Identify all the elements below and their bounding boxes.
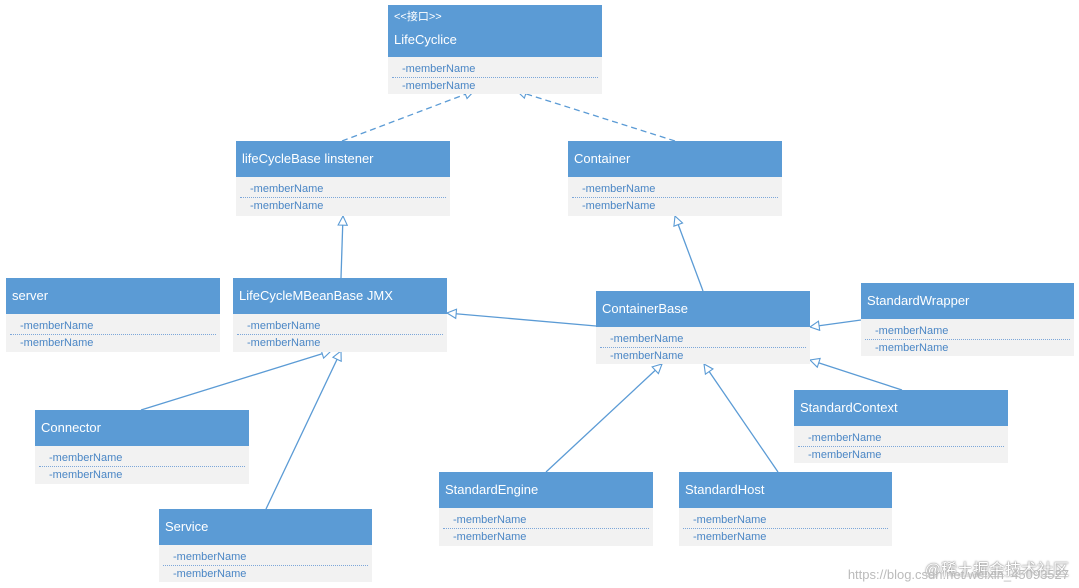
member-item: -memberName [250,200,324,212]
class-name: StandardWrapper [867,293,970,308]
class-lifecyclebase: lifeCycleBase linstener -memberName -mem… [236,141,450,216]
member-item: -memberName [247,337,321,349]
member-item: -memberName [20,337,94,349]
class-service: Service -memberName -memberName [159,509,372,582]
class-header: <<接口>> LifeCyclice [388,5,602,57]
edge-service-to-lifecyclembeanbase [265,351,341,510]
class-name: Connector [41,420,101,435]
member-item: -memberName [240,181,446,198]
member-item: -memberName [875,342,949,354]
member-item: -memberName [237,318,443,335]
edge-connector-to-lifecyclembeanbase [140,351,331,411]
class-lifecyclice: <<接口>> LifeCyclice -memberName -memberNa… [388,5,602,94]
class-connector: Connector -memberName -memberName [35,410,249,484]
member-list: -memberName -memberName [439,508,653,547]
class-name: lifeCycleBase linstener [242,151,374,166]
class-header: LifeCycleMBeanBase JMX [233,278,447,314]
member-item: -memberName [453,531,527,543]
member-list: -memberName -memberName [794,426,1008,465]
edge-container-to-lifecyclice [517,91,676,142]
member-item: -memberName [693,531,767,543]
member-item: -memberName [402,80,476,92]
member-item: -memberName [865,323,1070,340]
watermark: @稀土掘金技术社区 https://blog.csdn.net/weixin_4… [848,556,1069,582]
watermark-url: https://blog.csdn.net/weixin_45093527 [847,567,1069,582]
class-name: Container [574,151,631,166]
member-list: -memberName -memberName [568,177,782,216]
class-server: server -memberName -memberName [6,278,220,352]
class-name: server [12,288,49,303]
class-standardwrapper: StandardWrapper -memberName -memberName [861,283,1074,356]
class-name: LifeCyclice [394,32,457,47]
member-list: -memberName -memberName [233,314,447,353]
member-item: -memberName [443,512,649,529]
class-header: server [6,278,220,314]
member-list: -memberName -memberName [679,508,892,547]
member-list: -memberName -memberName [388,57,602,96]
member-list: -memberName -memberName [861,319,1074,358]
class-name: StandardEngine [445,482,539,497]
member-item: -memberName [39,450,245,467]
class-header: Connector [35,410,249,446]
class-name: LifeCycleMBeanBase JMX [239,288,393,303]
member-list: -memberName -memberName [35,446,249,485]
class-name: StandardContext [800,400,898,415]
class-name: Service [165,519,209,534]
class-header: Service [159,509,372,545]
class-header: ContainerBase [596,291,810,327]
edge-standardhost-to-containerbase [704,364,779,473]
class-lifecyclembeanbase: LifeCycleMBeanBase JMX -memberName -memb… [233,278,447,352]
edge-standardengine-to-containerbase [545,364,662,473]
member-item: -memberName [163,549,368,566]
stereotype-label: <<接口>> [394,11,442,23]
class-containerbase: ContainerBase -memberName -memberName [596,291,810,364]
class-standardengine: StandardEngine -memberName -memberName [439,472,653,546]
edge-lifecyclebase-to-lifecyclice [341,91,474,142]
edge-lifecyclembeanbase-to-lifecyclebase [341,216,343,279]
member-list: -memberName -memberName [159,545,372,584]
class-header: StandardWrapper [861,283,1074,319]
edge-standardwrapper-to-containerbase [810,319,862,327]
class-standardcontext: StandardContext -memberName -memberName [794,390,1008,463]
member-item: -memberName [808,449,882,461]
edge-containerbase-to-container [675,216,704,292]
class-header: StandardHost [679,472,892,508]
member-item: -memberName [173,568,247,580]
member-list: -memberName -memberName [596,327,810,366]
class-header: StandardContext [794,390,1008,426]
edge-containerbase-to-lifecyclembeanbase [447,313,597,327]
watermark-main: @稀土掘金技术社区 [924,562,1069,579]
member-item: -memberName [49,469,123,481]
member-item: -memberName [610,350,684,362]
edge-standardcontext-to-containerbase [810,360,903,391]
class-header: StandardEngine [439,472,653,508]
member-item: -memberName [600,331,806,348]
member-item: -memberName [798,430,1004,447]
class-container: Container -memberName -memberName [568,141,782,216]
class-standardhost: StandardHost -memberName -memberName [679,472,892,546]
class-header: lifeCycleBase linstener [236,141,450,177]
member-item: -memberName [10,318,216,335]
class-name: ContainerBase [602,301,688,316]
member-list: -memberName -memberName [236,177,450,216]
member-item: -memberName [582,200,656,212]
class-header: Container [568,141,782,177]
member-item: -memberName [392,61,598,78]
member-item: -memberName [683,512,888,529]
member-item: -memberName [572,181,778,198]
class-name: StandardHost [685,482,765,497]
member-list: -memberName -memberName [6,314,220,353]
